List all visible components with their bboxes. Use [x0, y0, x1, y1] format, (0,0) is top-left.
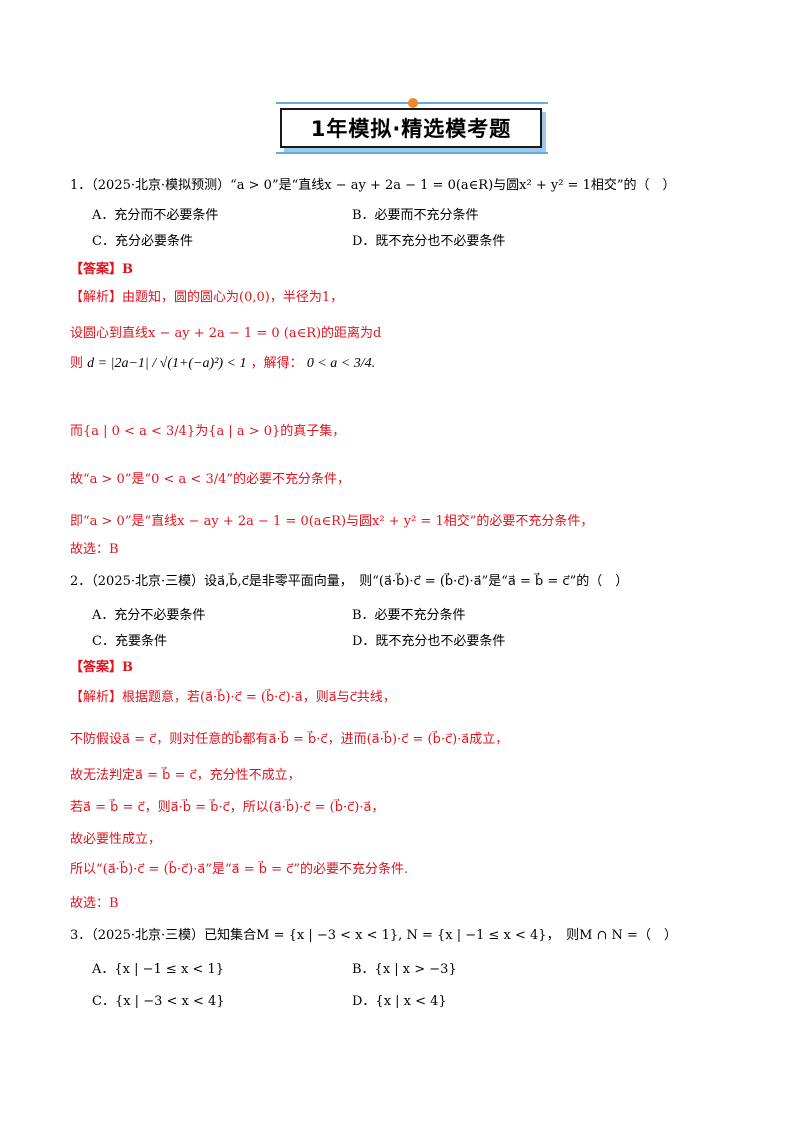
q2-option-b: B．必要不充分条件 [352, 608, 466, 623]
question-2-stem: 2．（2025·北京·三模）设a⃗,b⃗,c⃗是非零平面向量， 则“(a⃗·b⃗… [70, 574, 629, 589]
q1-distance-formula: d = |2a−1| / √(1+(−a)²) < 1 [87, 356, 247, 371]
q1-option-d: D．既不充分也不必要条件 [352, 234, 506, 249]
banner-dot-icon [408, 98, 418, 108]
q2-analysis-line-1: 【解析】根据题意，若(a⃗·b⃗)·c⃗ = (b⃗·c⃗)·a⃗，则a⃗与c⃗… [70, 690, 396, 705]
q1-option-b: B．必要而不充分条件 [352, 208, 479, 223]
q2-analysis-line-3: 故无法判定a⃗ = b⃗ = c⃗，充分性不成立， [70, 768, 301, 783]
q2-analysis-line-4: 若a⃗ = b⃗ = c⃗，则a⃗·b⃗ = b⃗·c⃗，所以(a⃗·b⃗)·c… [70, 800, 385, 815]
q2-option-a: A．充分不必要条件 [92, 608, 206, 623]
q2-answer: 【答案】B [70, 660, 133, 675]
q1-final-choice: 故选：B [70, 542, 119, 557]
q1-analysis-line-6: 即“a > 0”是“直线x − ay + 2a − 1 = 0(a∈R)与圆x²… [70, 514, 594, 529]
q2-analysis-line-6: 所以“(a⃗·b⃗)·c⃗ = (b⃗·c⃗)·a⃗”是“a⃗ = b⃗ = c… [70, 862, 409, 877]
q2-analysis-line-5: 故必要性成立， [70, 832, 162, 847]
q1-option-a: A．充分而不必要条件 [92, 208, 219, 223]
q2-option-c: C．充要条件 [92, 634, 167, 649]
q3-option-d: D．{x | x < 4} [352, 994, 447, 1009]
question-1-stem: 1．（2025·北京·模拟预测）“a > 0”是“直线x − ay + 2a −… [70, 178, 676, 193]
q1-solve-label: ，解得： [250, 356, 303, 371]
question-3-stem: 3．（2025·北京·三模）已知集合M = {x | −3 < x < 1}, … [70, 928, 677, 943]
q1-analysis-line-2: 设圆心到直线x − ay + 2a − 1 = 0 (a∈R)的距离为d [70, 326, 382, 341]
banner-title: 1年模拟·精选模考题 [280, 108, 542, 148]
q3-option-a: A．{x | −1 ≤ x < 1} [92, 962, 224, 977]
q2-analysis-line-2: 不防假设a⃗ = c⃗，则对任意的b⃗都有a⃗·b⃗ = b⃗·c⃗，进而(a⃗… [70, 732, 509, 747]
q1-analysis-line-3: 则 d = |2a−1| / √(1+(−a)²) < 1 ，解得： 0 < a… [70, 352, 375, 372]
q2-option-d: D．既不充分也不必要条件 [352, 634, 506, 649]
q1-analysis-line-5: 故“a > 0”是“0 < a < 3/4”的必要不充分条件， [70, 472, 351, 487]
q1-option-c: C．充分必要条件 [92, 234, 193, 249]
q1-answer: 【答案】B [70, 262, 133, 277]
q3-option-b: B．{x | x > −3} [352, 962, 457, 977]
q3-option-c: C．{x | −3 < x < 4} [92, 994, 225, 1009]
q1-solution-range: 0 < a < 3/4. [306, 356, 376, 371]
section-banner: 1年模拟·精选模考题 [276, 98, 548, 156]
banner-bottom-line [276, 152, 548, 154]
q2-final-choice: 故选：B [70, 896, 119, 911]
q1-then-label: 则 [70, 356, 84, 371]
q1-analysis-line-1: 【解析】由题知，圆的圆心为(0,0)，半径为1， [70, 290, 344, 305]
q1-analysis-line-4: 而{a | 0 < a < 3/4}为{a | a > 0}的真子集， [70, 424, 346, 439]
